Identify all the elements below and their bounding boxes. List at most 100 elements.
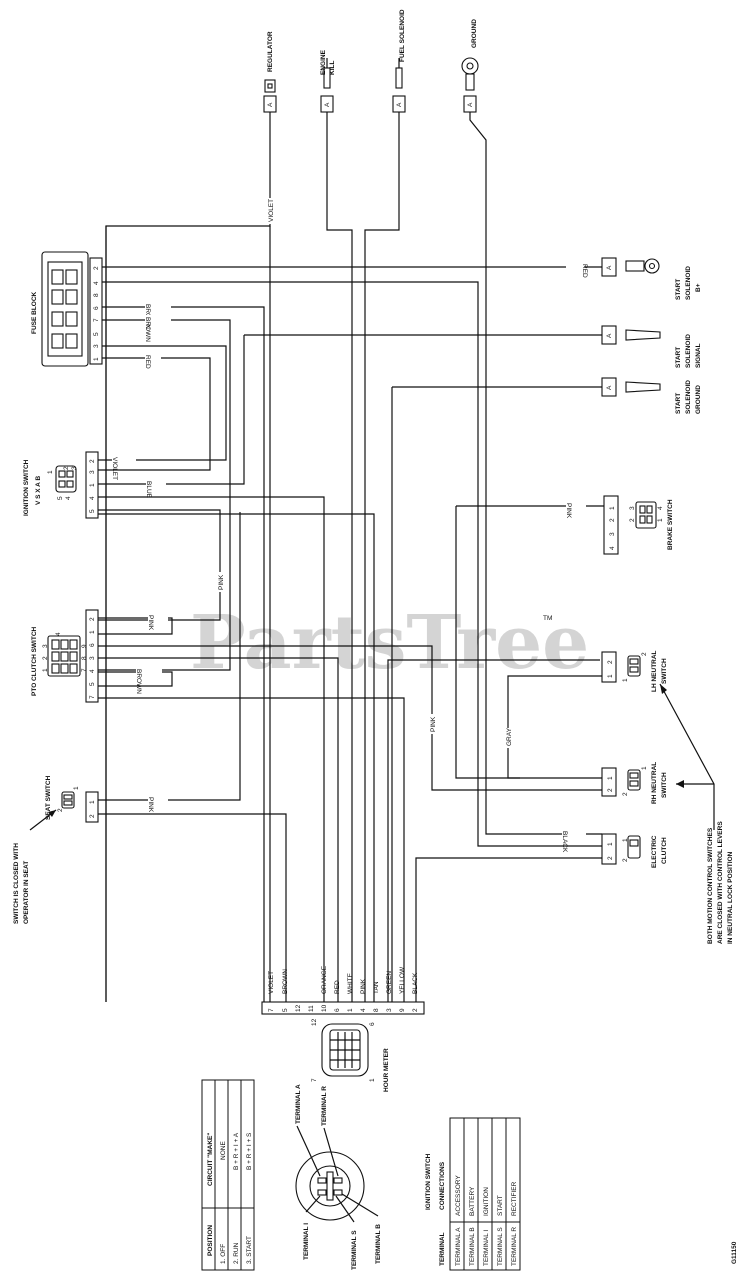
svg-text:5: 5 xyxy=(89,509,96,513)
svg-text:11: 11 xyxy=(308,1005,315,1012)
hour-meter-connector xyxy=(261,1001,425,1015)
rh-neutral-label-1: RH NEUTRAL xyxy=(651,762,658,804)
svg-text:3: 3 xyxy=(89,656,96,660)
svg-text:BLUE: BLUE xyxy=(145,481,152,499)
electric-clutch-label-2: CLUTCH xyxy=(661,837,668,864)
svg-text:2: 2 xyxy=(89,459,96,463)
hour-meter-plug-icon xyxy=(321,1023,369,1077)
svg-text:PINK: PINK xyxy=(360,978,367,994)
seat-switch-label: SEAT SWITCH xyxy=(45,775,52,820)
hour-plug-7: 7 xyxy=(311,1078,318,1082)
start-solenoid-ground-connector-a: A xyxy=(606,385,613,390)
svg-text:PINK: PINK xyxy=(430,716,437,732)
rh-pin-1: 1 xyxy=(641,766,648,770)
engine-kill-label-2: KILL xyxy=(329,61,336,75)
start-solenoid-signal-label-2: SOLENOID xyxy=(685,334,692,368)
start-solenoid-signal-connector-a: A xyxy=(606,333,613,338)
spade-terminal-ground-icon xyxy=(625,381,661,393)
svg-text:VIOLET: VIOLET xyxy=(268,971,275,994)
svg-text:CIRCUIT "MAKE": CIRCUIT "MAKE" xyxy=(207,1133,214,1186)
ignition-switch-face-icon xyxy=(295,1151,365,1221)
motion-note-line-1: BOTH MOTION CONTROL SWITCHES xyxy=(707,827,714,944)
svg-text:2: 2 xyxy=(93,266,100,270)
terminal-i-label: TERMINAL I xyxy=(303,1223,310,1260)
brake-switch-connector xyxy=(603,495,619,555)
lh-neutral-connector xyxy=(601,651,617,683)
brake-grid-4: 4 xyxy=(657,506,664,510)
svg-text:8: 8 xyxy=(81,656,88,660)
start-solenoid-signal-label-3: SIGNAL xyxy=(695,343,702,368)
svg-text:4: 4 xyxy=(93,281,100,285)
svg-text:2. RUN: 2. RUN xyxy=(233,1242,240,1264)
brake-grid-2: 2 xyxy=(629,518,636,522)
brake-connector-pins: 1 2 3 4 xyxy=(609,506,616,550)
fuse-block-connector xyxy=(89,257,103,365)
svg-text:4: 4 xyxy=(360,1008,367,1012)
svg-text:PINK: PINK xyxy=(147,797,154,813)
fuse-block-icon xyxy=(41,251,89,367)
svg-text:3: 3 xyxy=(42,644,49,648)
svg-text:VIOLET: VIOLET xyxy=(268,199,275,222)
ignition-pin-1: 1 xyxy=(47,470,54,474)
trademark: TM xyxy=(543,615,552,622)
svg-text:ACCESSORY: ACCESSORY xyxy=(455,1175,462,1216)
svg-text:B + R + I + S: B + R + I + S xyxy=(246,1132,253,1170)
svg-text:START: START xyxy=(497,1195,504,1216)
rh-neutral-switch-icon xyxy=(627,769,641,791)
watermark: PartsTree xyxy=(190,600,589,686)
svg-text:8: 8 xyxy=(93,293,100,297)
seat-connector-pin-1: 1 xyxy=(89,800,96,804)
svg-text:7: 7 xyxy=(81,668,88,672)
ignition-pin-4: 4 xyxy=(65,496,72,500)
seat-note-arrow-icon xyxy=(48,810,56,817)
hour-meter-wire-colors: VIOLET BROWN ORANGE RED WHITE PINK TAN G… xyxy=(268,965,419,994)
svg-text:3: 3 xyxy=(93,344,100,348)
lh-neutral-label-1: LH NEUTRAL xyxy=(651,650,658,692)
terminal-a-label: TERMINAL A xyxy=(295,1084,302,1124)
svg-text:TERMINAL A: TERMINAL A xyxy=(455,1227,462,1266)
svg-text:YELLOW: YELLOW xyxy=(399,966,406,994)
start-solenoid-signal-label-1: START xyxy=(675,347,682,368)
ring-terminal-icon xyxy=(625,258,660,274)
lh-pin-2: 2 xyxy=(641,652,648,656)
hour-meter-pins: 7 5 12 11 10 6 1 4 8 3 9 2 xyxy=(268,1004,419,1012)
ignition-pin-3: 3 xyxy=(71,466,78,470)
brake-grid-3: 3 xyxy=(629,506,636,510)
svg-text:PINK: PINK xyxy=(218,574,225,590)
rh-connector-pin-1: 1 xyxy=(607,776,614,780)
svg-text:12: 12 xyxy=(295,1004,302,1012)
clutch-connector-pin-1: 1 xyxy=(607,842,614,846)
brake-switch-icon xyxy=(635,501,657,529)
regulator-connector-a: A xyxy=(267,102,274,107)
fuel-solenoid-connector-a: A xyxy=(396,102,403,107)
hour-plug-12: 12 xyxy=(311,1018,318,1026)
svg-text:5: 5 xyxy=(89,682,96,686)
svg-text:4: 4 xyxy=(89,496,96,500)
svg-text:PINK: PINK xyxy=(565,503,572,519)
engine-kill-icon xyxy=(323,58,331,89)
rh-pin-2: 2 xyxy=(622,792,629,796)
rh-neutral-label-2: SWITCH xyxy=(661,772,668,798)
ground-connector-a: A xyxy=(467,102,474,107)
seat-switch-connector xyxy=(85,791,99,823)
svg-text:2: 2 xyxy=(89,617,96,621)
svg-text:BROWN: BROWN xyxy=(144,317,151,342)
svg-text:BATTERY: BATTERY xyxy=(469,1186,476,1216)
engine-kill-label-1: ENGINE xyxy=(320,49,327,75)
wire-labels: VIOLET RED BROWN BROWN RED VIOLET BLUE P… xyxy=(111,198,588,853)
svg-text:7: 7 xyxy=(93,318,100,322)
motion-note-line-3: IN NEUTRAL LOCK POSITION xyxy=(727,851,734,944)
lh-neutral-label-2: SWITCH xyxy=(661,658,668,684)
electric-clutch-connector xyxy=(601,833,617,865)
svg-text:3: 3 xyxy=(89,470,96,474)
ignition-pin-2: 2 xyxy=(63,466,70,470)
svg-text:BLACK: BLACK xyxy=(561,831,568,853)
ignition-switch-label: IGNITION SWITCH xyxy=(23,459,30,516)
regulator-icon xyxy=(264,79,276,93)
pto-switch-connector xyxy=(85,609,99,703)
svg-text:TERMINAL S: TERMINAL S xyxy=(497,1227,504,1266)
lh-connector-pin-1: 1 xyxy=(607,674,614,678)
pto-switch-label: PTO CLUTCH SWITCH xyxy=(31,626,38,696)
